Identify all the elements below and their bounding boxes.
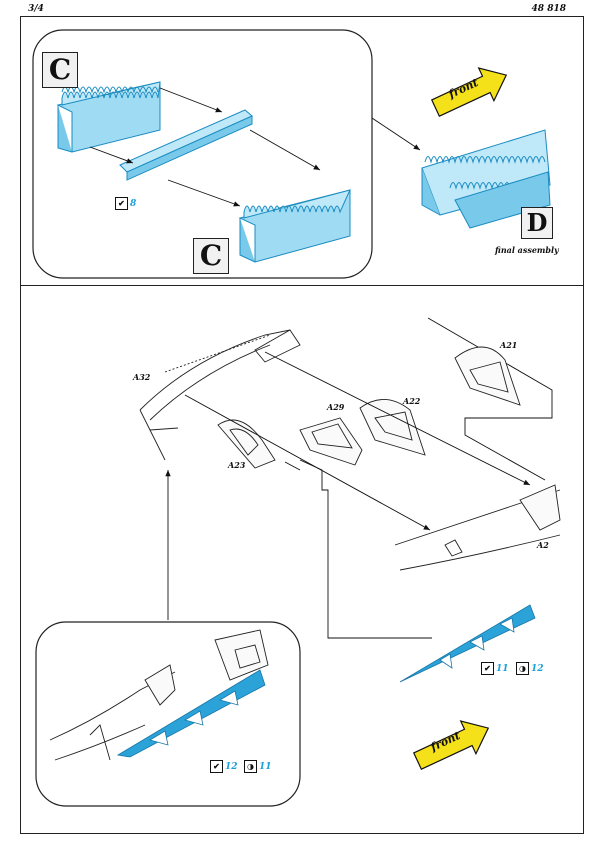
page-number: 3/4 <box>28 4 44 14</box>
main-glue-tool: ◑12 <box>516 662 544 675</box>
fold-tool-icon: ✔ <box>481 662 494 675</box>
main-fold-tool: ✔11 <box>481 662 509 675</box>
kit-number: 48 818 <box>531 4 566 14</box>
part-label-a32: A32 <box>133 372 151 382</box>
part-label-a29: A29 <box>327 402 345 412</box>
front-arrow-icon <box>430 67 508 118</box>
section-divider <box>20 285 584 286</box>
final-assembly-frames <box>421 129 551 229</box>
part-label-a21: A21 <box>500 340 518 350</box>
front-arrow-icon <box>412 720 490 771</box>
step-c-fold-tool: ✔8 <box>115 197 136 210</box>
photoetch-strut-detail <box>116 669 266 758</box>
bulkhead-a23 <box>217 419 276 469</box>
fold-tool-icon: ✔ <box>210 760 223 773</box>
glue-tool-icon: ◑ <box>516 662 529 675</box>
step-c-label-top: C <box>42 52 78 88</box>
part-label-a23: A23 <box>228 460 246 470</box>
fuselage-side-a32 <box>139 329 301 461</box>
step-c-label-bottom: C <box>193 238 229 274</box>
step-c-panel <box>32 29 373 279</box>
bulkhead-a21 <box>454 346 521 406</box>
seat-frame-upper <box>56 81 161 153</box>
sheet-frame <box>20 16 584 834</box>
fuselage-a2 <box>394 484 561 571</box>
glue-tool-icon: ◑ <box>244 760 257 773</box>
bulkhead-a29 <box>299 417 363 466</box>
photoetch-strut-main <box>399 604 536 683</box>
detail-fold-tool: ✔12 <box>210 760 238 773</box>
part-label-a22: A22 <box>403 396 421 406</box>
step-d-label: D <box>521 207 553 239</box>
seat-frame-lower <box>238 189 351 263</box>
step-d-caption: final assembly <box>495 245 559 255</box>
fold-tool-icon: ✔ <box>115 197 128 210</box>
cross-bar <box>119 109 253 181</box>
detail-drawing <box>49 629 269 761</box>
detail-glue-tool: ◑11 <box>244 760 272 773</box>
part-label-a2: A2 <box>537 540 549 550</box>
